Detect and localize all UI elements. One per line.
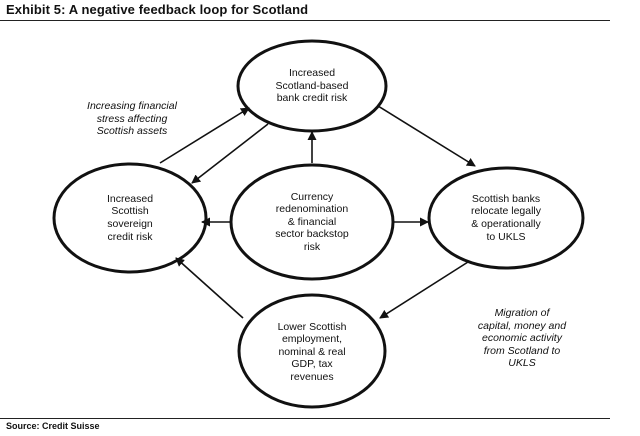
node-right-label: Scottish banks relocate legally & operat…: [470, 192, 542, 243]
footer-divider: [0, 418, 610, 419]
arrow-right-to-bottom: [379, 261, 469, 319]
annotation-migration: Migration of capital, money and economic…: [477, 307, 567, 370]
exhibit-title: Exhibit 5: A negative feedback loop for …: [6, 2, 309, 17]
arrow-left-to-top: [159, 107, 250, 164]
node-top-label: Increased Scotland-based bank credit ris…: [275, 67, 349, 105]
annotation-financial-stress: Increasing financial stress affecting Sc…: [87, 100, 177, 138]
node-bottom-label: Lower Scottish employment, nominal & rea…: [277, 320, 347, 383]
node-center-label: Currency redenomination & financial sect…: [275, 190, 349, 253]
arrow-top-to-left: [191, 123, 269, 184]
arrow-bottom-to-left: [175, 257, 244, 319]
title-divider: [0, 20, 610, 21]
source-note: Source: Credit Suisse: [6, 421, 100, 431]
arrow-top-to-right: [377, 105, 476, 167]
node-right-ellipse: [427, 166, 585, 270]
node-bottom-ellipse: [237, 293, 387, 409]
node-left-label: Increased Scottish sovereign credit risk: [106, 192, 154, 243]
